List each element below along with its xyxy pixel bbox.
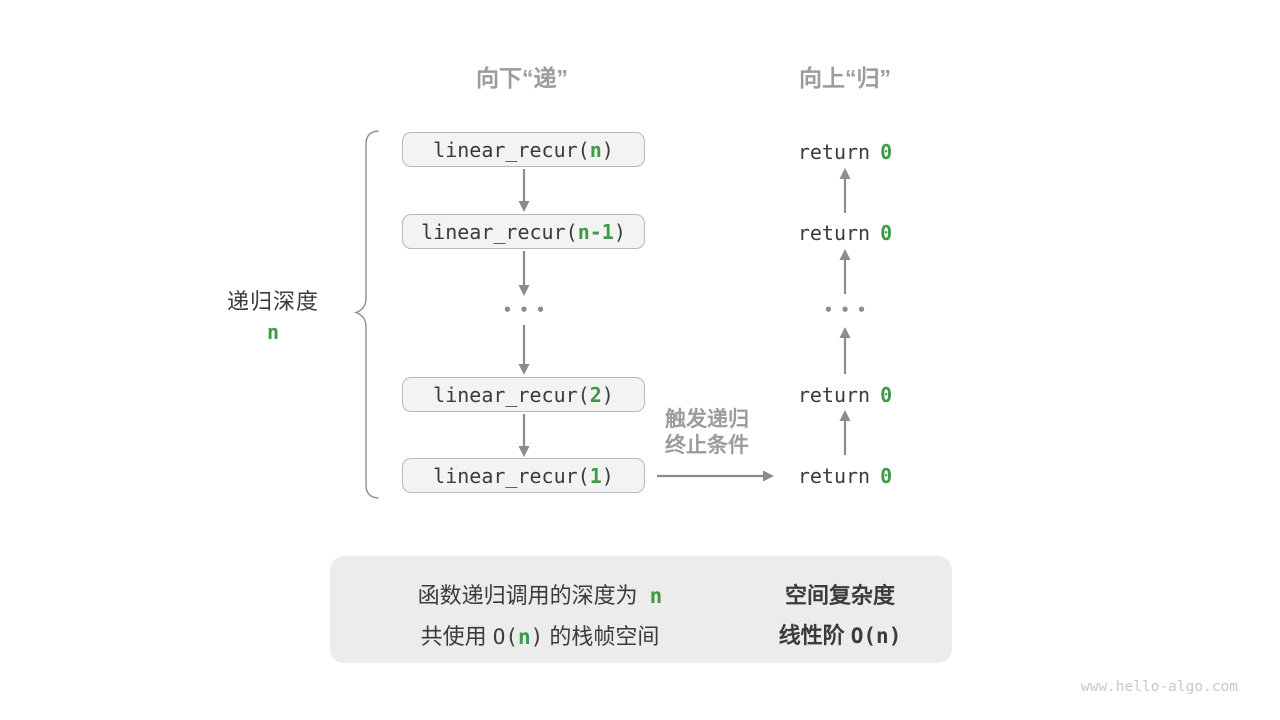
call-arg: n-1 <box>577 219 614 244</box>
depth-value: n <box>266 320 280 344</box>
return-keyword: return <box>797 383 871 407</box>
call-box-n-1: linear_recur(n-1) <box>402 214 645 249</box>
summary-line1: 函数递归调用的深度为 n <box>345 578 735 610</box>
summary-bigo-close: ) <box>530 625 544 649</box>
ellipsis-left: ••• <box>502 301 553 319</box>
return-value: 0 <box>880 140 893 164</box>
call-prefix: linear_recur( <box>433 463 590 488</box>
call-box-1: linear_recur(1) <box>402 458 645 493</box>
base-case-arrow <box>657 470 774 482</box>
call-box-n: linear_recur(n) <box>402 132 645 167</box>
summary-line2-pre: 共使用 <box>420 624 493 649</box>
return-statement: return 0 <box>760 464 930 488</box>
summary-line2-post: 的栈帧空间 <box>543 624 660 649</box>
watermark: www.hello-algo.com <box>1080 679 1238 695</box>
base-case-label: 触发递归 终止条件 <box>627 407 787 459</box>
depth-brace <box>353 130 379 499</box>
call-prefix: linear_recur( <box>421 219 578 244</box>
summary-bigo-n: n <box>517 625 531 649</box>
summary-line1-text: 函数递归调用的深度为 <box>417 583 638 608</box>
base-case-line2: 终止条件 <box>665 434 749 457</box>
return-value: 0 <box>880 464 893 488</box>
ellipsis-right: ••• <box>823 301 874 319</box>
call-suffix: ) <box>601 463 614 488</box>
return-keyword: return <box>797 221 871 245</box>
call-arg: 1 <box>589 463 602 488</box>
result-code: O(n) <box>850 624 902 648</box>
call-suffix: ) <box>601 137 614 162</box>
call-arg: n <box>589 137 602 162</box>
depth-label: 递归深度 <box>226 289 319 314</box>
summary-bigo-open: O( <box>492 625 518 649</box>
return-value: 0 <box>880 221 893 245</box>
call-suffix: ) <box>601 382 614 407</box>
space-complexity-title: 空间复杂度 <box>784 583 895 608</box>
return-statement: return 0 <box>760 383 930 407</box>
return-keyword: return <box>797 464 871 488</box>
return-value: 0 <box>880 383 893 407</box>
header-ascend: 向上“归” <box>799 65 891 91</box>
space-complexity-result: 线性阶 O(n) <box>745 618 935 650</box>
summary-panel <box>330 556 952 663</box>
summary-line1-value: n <box>649 584 663 608</box>
call-arg: 2 <box>589 382 602 407</box>
call-prefix: linear_recur( <box>433 137 590 162</box>
summary-line2: 共使用 O(n) 的栈帧空间 <box>345 619 735 651</box>
call-box-2: linear_recur(2) <box>402 377 645 412</box>
call-prefix: linear_recur( <box>433 382 590 407</box>
call-suffix: ) <box>613 219 626 244</box>
return-statement: return 0 <box>760 140 930 164</box>
header-descend: 向下“递” <box>476 65 568 91</box>
return-statement: return 0 <box>760 221 930 245</box>
result-label: 线性阶 <box>778 623 851 648</box>
base-case-line1: 触发递归 <box>665 408 749 431</box>
return-keyword: return <box>797 140 871 164</box>
